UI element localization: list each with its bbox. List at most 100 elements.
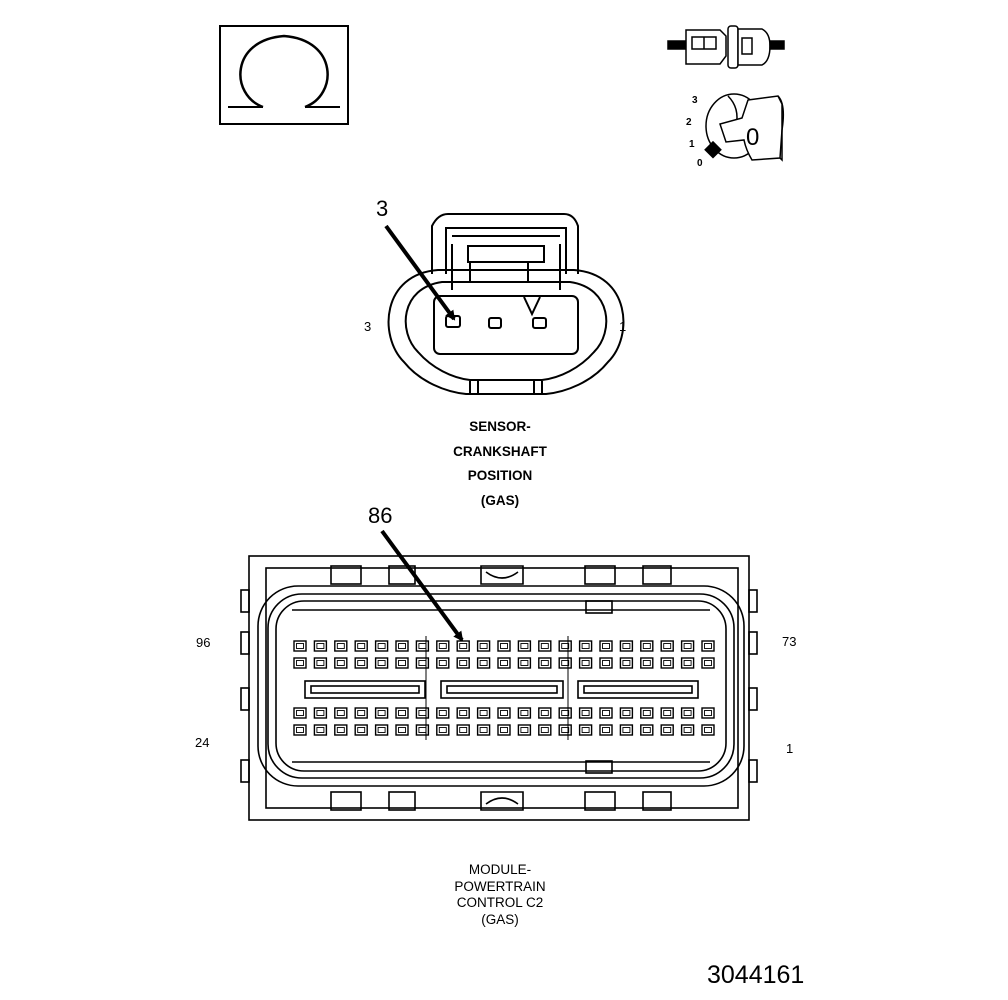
crank-sensor-right-pin-label: 1 (619, 319, 627, 334)
ignition-key-label: 0 (746, 124, 759, 151)
pin-cavity (456, 707, 470, 719)
pin-cavity (436, 707, 450, 719)
pin-cavity-inner (377, 643, 386, 649)
pin-cavity-inner (316, 727, 325, 733)
crank-sensor-callout-label: 3 (376, 196, 389, 221)
pin-cavity (660, 640, 674, 652)
pin-cavity-inner (663, 710, 672, 716)
pin-cavity (640, 724, 654, 736)
pin-cavity-inner (622, 643, 631, 649)
pin-cavity (456, 640, 470, 652)
pin-cavity-inner (683, 710, 692, 716)
pin-cavity (293, 640, 307, 652)
pin-cavity-inner (520, 660, 529, 666)
pin-cavity-inner (642, 660, 651, 666)
pin-cavity (395, 640, 409, 652)
pin-cavity-inner (581, 643, 590, 649)
disconnected-connector-icon (667, 25, 785, 69)
pin-cavity-inner (683, 727, 692, 733)
pin-cavity-inner (540, 643, 549, 649)
pin-cavity (680, 724, 695, 736)
pin-cavity (558, 640, 572, 652)
pin-cavity-inner (459, 710, 468, 716)
pin-cavity (436, 724, 450, 736)
pin-cavity-inner (704, 727, 712, 733)
pin-cavity-inner (642, 710, 651, 716)
pin-cavity (517, 640, 532, 652)
pcm-pin-24-label: 24 (195, 735, 210, 750)
pin-cavity-inner (459, 660, 468, 666)
ignition-switch-off-icon (704, 93, 785, 162)
pin-cavity (293, 657, 307, 669)
pin-cavity (374, 657, 389, 669)
pin-cavity-inner (479, 710, 488, 716)
pin-cavity (476, 657, 491, 669)
figure-number: 3044161 (707, 961, 805, 989)
pin-cavity (578, 657, 593, 669)
pin-cavity-inner (500, 643, 508, 649)
pin-cavity-inner (602, 727, 610, 733)
pin-cavity-inner (438, 643, 447, 649)
pin-cavity (578, 707, 593, 719)
pin-cavity-inner (704, 643, 712, 649)
pin-cavity-inner (540, 660, 549, 666)
pin-cavity (395, 657, 409, 669)
pin-cavity (374, 640, 389, 652)
pcm-caption-line-3: CONTROL C2 (456, 895, 544, 910)
pin-cavity-inner (500, 710, 508, 716)
pin-cavity-inner (642, 643, 651, 649)
pin-cavity (497, 707, 511, 719)
pin-cavity-inner (316, 660, 325, 666)
pin-cavity (456, 724, 470, 736)
pin-cavity-inner (622, 660, 631, 666)
pin-cavity (415, 707, 430, 719)
pin-cavity-inner (479, 727, 488, 733)
pin-cavity-inner (602, 643, 610, 649)
pin-cavity-inner (540, 727, 549, 733)
crank-sensor-caption: SENSOR- CRANKSHAFT POSITION (GAS) (400, 415, 600, 513)
pin-cavity (660, 657, 674, 669)
crank-sensor-callout-arrow (384, 224, 456, 321)
pcm-pin-96-label: 96 (196, 635, 211, 650)
pin-cavity-inner (438, 727, 447, 733)
pin-cavity (619, 640, 634, 652)
ohmmeter-symbol-icon (219, 25, 349, 125)
pcm-caption-line-4: (GAS) (481, 911, 519, 927)
pin-cavity-inner (357, 710, 366, 716)
pin-cavity (334, 657, 348, 669)
pin-cavity-inner (642, 727, 651, 733)
pin-cavity-inner (459, 643, 468, 649)
pin-cavity-inner (336, 660, 345, 666)
pin-cavity-inner (581, 660, 590, 666)
pin-cavity (415, 657, 430, 669)
pin-cavity (497, 657, 511, 669)
pin-cavity (334, 707, 348, 719)
pin-cavity-inner (336, 710, 345, 716)
pcm-connector (240, 555, 758, 821)
pin-cavity-inner (602, 710, 610, 716)
pcm-caption-line-2: POWERTRAIN (454, 878, 546, 894)
pin-cavity-inner (336, 643, 345, 649)
pin-cavity-inner (683, 660, 692, 666)
pin-cavity (680, 707, 695, 719)
pin-cavity (538, 640, 552, 652)
pin-cavity-inner (438, 710, 447, 716)
pin-cavity-inner (663, 727, 672, 733)
pin-cavity (558, 707, 572, 719)
pin-cavity-inner (520, 643, 529, 649)
pin-cavity (517, 724, 532, 736)
pin-cavity-inner (500, 727, 508, 733)
pin-cavity (538, 657, 552, 669)
pin-cavity (538, 724, 552, 736)
pcm-caption: MODULE- POWERTRAIN CONTROL C2 (GAS) (400, 862, 600, 928)
pcm-callout-arrow (380, 529, 464, 642)
pin-cavity (415, 640, 430, 652)
pin-cavity-inner (663, 660, 672, 666)
crank-sensor-caption-line-2: CRANKSHAFT (453, 443, 547, 459)
pin-cavity (599, 724, 613, 736)
pin-cavity (558, 657, 572, 669)
pin-cavity-inner (602, 660, 610, 666)
pin-cavity-inner (479, 660, 488, 666)
pin-cavity (354, 640, 368, 652)
